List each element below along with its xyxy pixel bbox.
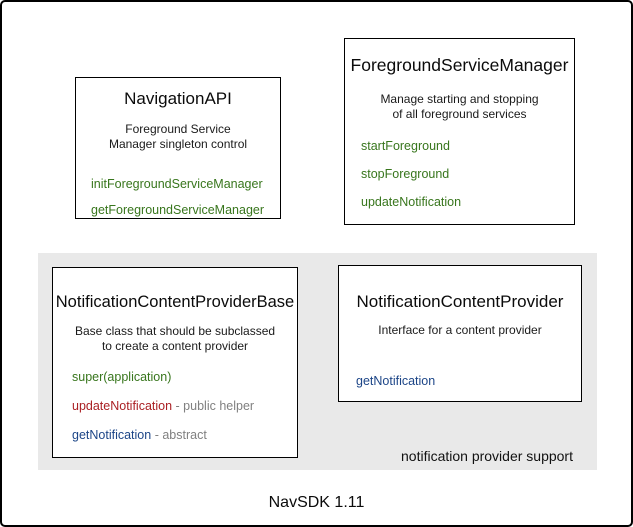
- method-name: stopForeground: [361, 167, 450, 181]
- box-description: Manage starting and stopping of all fore…: [345, 92, 574, 122]
- method-name: super(application): [72, 370, 172, 384]
- sdk-version-label: NavSDK 1.11: [268, 494, 365, 511]
- box-foreground-service-manager: ForegroundServiceManager Manage starting…: [344, 38, 575, 225]
- method-note: - public helper: [172, 399, 255, 413]
- description-line: Base class that should be subclassed: [74, 324, 276, 338]
- method-getNotification: getNotification: [339, 373, 581, 389]
- method-note: - abstract: [151, 428, 207, 442]
- method-updateNotification: updateNotification - public helper: [53, 398, 297, 414]
- box-description: Base class that should be subclassed to …: [53, 324, 297, 354]
- method-name: getNotification: [72, 428, 152, 442]
- box-description: Foreground Service Manager singleton con…: [76, 122, 280, 152]
- method-updateNotification: updateNotification: [345, 194, 574, 210]
- method-name: updateNotification: [361, 195, 462, 209]
- box-navigation-api: NavigationAPI Foreground Service Manager…: [75, 77, 281, 219]
- method-name: getForegroundServiceManager: [91, 203, 265, 217]
- box-notification-content-provider-base: NotificationContentProviderBase Base cla…: [52, 267, 298, 458]
- method-name: updateNotification: [72, 399, 173, 413]
- description-line: Manage starting and stopping: [380, 92, 539, 106]
- notification-provider-panel: NotificationContentProviderBase Base cla…: [38, 253, 597, 470]
- method-list: getNotification: [339, 373, 581, 389]
- method-initForegroundServiceManager: initForegroundServiceManager: [76, 176, 280, 192]
- panel-label: notification provider support: [401, 448, 573, 464]
- box-title-notification-content-provider: NotificationContentProvider: [356, 292, 564, 311]
- method-list: initForegroundServiceManager getForegrou…: [76, 176, 280, 218]
- box-title-notification-content-provider-base: NotificationContentProviderBase: [55, 293, 295, 311]
- description-line: Foreground Service: [125, 122, 231, 136]
- method-list: super(application) updateNotification - …: [53, 369, 297, 443]
- description-line: of all foreground services: [392, 107, 527, 121]
- method-getForegroundServiceManager: getForegroundServiceManager: [76, 202, 280, 218]
- method-startForeground: startForeground: [345, 138, 574, 154]
- method-name: startForeground: [361, 139, 450, 153]
- box-title-foreground-service-manager: ForegroundServiceManager: [350, 55, 569, 75]
- method-stopForeground: stopForeground: [345, 166, 574, 182]
- box-description: Interface for a content provider: [339, 323, 581, 338]
- method-name: getNotification: [356, 374, 436, 388]
- box-notification-content-provider: NotificationContentProvider Interface fo…: [338, 265, 582, 402]
- description-line: Interface for a content provider: [378, 323, 542, 337]
- method-list: startForeground stopForeground updateNot…: [345, 138, 574, 210]
- description-line: Manager singleton control: [108, 137, 248, 151]
- description-line: to create a content provider: [101, 339, 249, 353]
- method-name: initForegroundServiceManager: [91, 177, 263, 191]
- method-super-application: super(application): [53, 369, 297, 385]
- box-title-navigation-api: NavigationAPI: [124, 89, 232, 108]
- method-getNotification: getNotification - abstract: [53, 427, 297, 443]
